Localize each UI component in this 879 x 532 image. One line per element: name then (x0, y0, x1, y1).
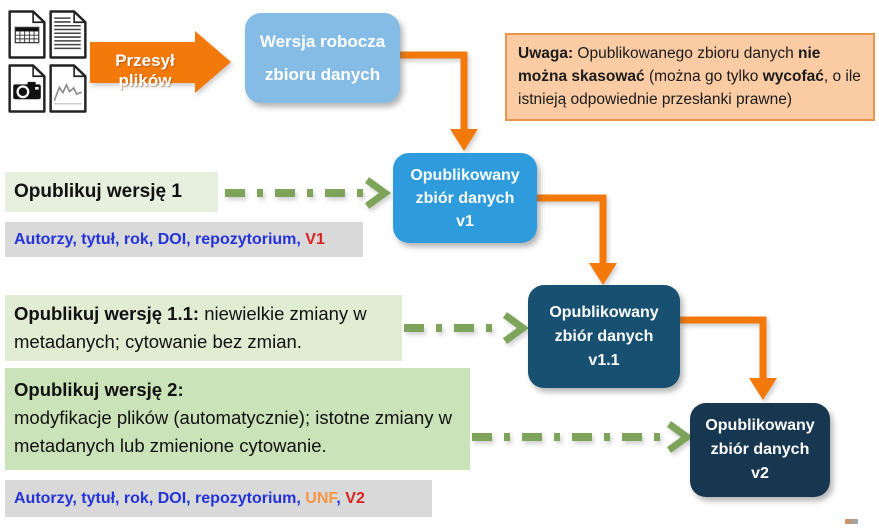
note-bold: nie można skasować (518, 45, 821, 85)
citation-fields: Autorzy, tytuł, rok, DOI, repozytorium, (14, 490, 306, 507)
file-icons-group (8, 10, 100, 115)
warning-note: Uwaga: Opublikowanego zbioru danych nie … (505, 33, 875, 121)
node-text: zbiór danych (554, 327, 654, 345)
upload-arrow-label: Przesył plików (115, 51, 175, 90)
spreadsheet-file-icon (8, 10, 46, 59)
node-text: v2 (751, 465, 769, 482)
action-publish-v2: Opublikuj wersję 2:modyfikacje plików (a… (5, 368, 470, 470)
citation-unf: UNF (305, 490, 337, 507)
image-file-icon (8, 64, 46, 113)
action-publish-v1: Opublikuj wersję 1 (5, 172, 218, 212)
note-bold: Uwaga: (518, 45, 574, 62)
node-text: Wersja robocza (259, 32, 386, 51)
citation-v1: Autorzy, tytuł, rok, DOI, repozytorium, … (5, 222, 363, 257)
publish-arrow-v2 (472, 421, 693, 453)
node-text: v1.1 (588, 351, 620, 369)
node-text: zbiór danych (710, 441, 810, 458)
note-bold: wycofać (762, 68, 824, 85)
node-text: Opublikowany (705, 417, 815, 434)
node-text: Opublikowany (410, 166, 520, 184)
chart-file-icon (49, 64, 87, 113)
node-draft-dataset: Wersja robocza zbioru danych (245, 13, 400, 103)
node-published-v2: Opublikowany zbiór danych v2 (690, 403, 830, 497)
text-file-icon (49, 10, 87, 59)
citation-fields: Autorzy, tytuł, rok, DOI, repozytorium, (14, 231, 306, 248)
node-text: v1 (456, 212, 474, 230)
node-text: zbioru danych (264, 65, 381, 84)
node-text: zbiór danych (415, 189, 515, 207)
action-publish-v1-1: Opublikuj wersję 1.1: niewielkie zmiany … (5, 295, 402, 361)
node-text: Opublikowany (549, 303, 659, 321)
citation-version: V1 (305, 231, 325, 248)
connector-v1-to-v1-1 (537, 194, 617, 285)
citation-version: V2 (345, 490, 365, 507)
connector-draft-to-v1 (400, 51, 478, 151)
corner-artifact (845, 519, 858, 524)
publish-arrow-v1 (225, 177, 391, 209)
publish-arrow-v1-1 (404, 312, 529, 344)
node-published-v1-1: Opublikowany zbiór danych v1.1 (528, 285, 680, 388)
citation-v2: Autorzy, tytuł, rok, DOI, repozytorium, … (5, 480, 432, 517)
node-published-v1: Opublikowany zbiór danych v1 (393, 153, 537, 243)
connector-v1-1-to-v2 (679, 316, 777, 400)
